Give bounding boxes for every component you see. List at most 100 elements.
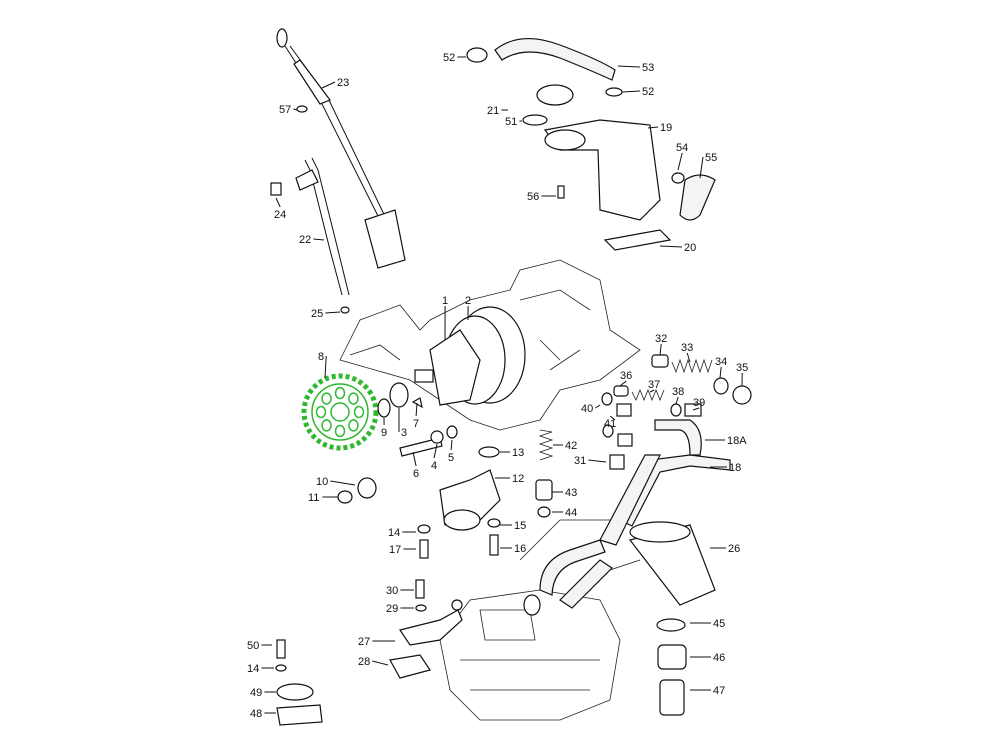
leader-line [412, 451, 417, 467]
part-label-21[interactable]: 21 [487, 105, 499, 117]
engine-block [339, 259, 641, 721]
part-label-49[interactable]: 49 [250, 687, 262, 699]
part-label-33[interactable]: 33 [681, 342, 693, 354]
part-label-46[interactable]: 46 [713, 652, 725, 664]
part-label-13[interactable]: 13 [512, 447, 524, 459]
leader-line [313, 238, 325, 241]
part-label-18A[interactable]: 18A [727, 435, 747, 447]
leader-line [719, 366, 722, 379]
leader-line [649, 389, 655, 393]
sprocket-hole [334, 424, 346, 438]
part-label-37[interactable]: 37 [648, 379, 660, 391]
part-label-3[interactable]: 3 [401, 427, 407, 439]
leader-line [686, 352, 691, 363]
part-label-2[interactable]: 2 [465, 295, 471, 307]
part-label-14[interactable]: 14 [388, 527, 400, 539]
part-label-45[interactable]: 45 [713, 618, 725, 630]
leader-line [659, 245, 683, 248]
oil-filler [466, 37, 716, 251]
part-label-9[interactable]: 9 [381, 427, 387, 439]
part-label-28[interactable]: 28 [358, 656, 370, 668]
part-label-4[interactable]: 4 [431, 460, 437, 472]
part-label-23[interactable]: 23 [337, 77, 349, 89]
part-label-20[interactable]: 20 [684, 242, 696, 254]
sprocket-hole [315, 405, 327, 419]
part-label-50[interactable]: 50 [247, 640, 259, 652]
part-label-22[interactable]: 22 [299, 234, 311, 246]
leader-line [325, 311, 341, 314]
part-label-41[interactable]: 41 [604, 418, 616, 430]
leader-line [692, 407, 700, 411]
part-label-14[interactable]: 14 [247, 663, 259, 675]
part-label-10[interactable]: 10 [316, 476, 328, 488]
leader-line [415, 402, 418, 417]
leader-line [659, 343, 662, 356]
part-label-7[interactable]: 7 [413, 418, 419, 430]
part-label-56[interactable]: 56 [527, 191, 539, 203]
part-label-55[interactable]: 55 [705, 152, 717, 164]
leader-line [677, 152, 683, 171]
part-label-48[interactable]: 48 [250, 708, 262, 720]
part-label-38[interactable]: 38 [672, 386, 684, 398]
part-label-54[interactable]: 54 [676, 142, 688, 154]
part-label-12[interactable]: 12 [512, 473, 524, 485]
part-label-18[interactable]: 18 [729, 462, 741, 474]
part-label-40[interactable]: 40 [581, 403, 593, 415]
part-label-35[interactable]: 35 [736, 362, 748, 374]
part-label-39[interactable]: 39 [693, 397, 705, 409]
sprocket-hole [348, 419, 359, 432]
leader-line [588, 459, 607, 463]
part-label-52[interactable]: 52 [443, 52, 455, 64]
sprocket-hole [321, 392, 332, 405]
part-label-27[interactable]: 27 [358, 636, 370, 648]
leader-line [619, 380, 627, 387]
leader-line [450, 439, 453, 451]
part-label-36[interactable]: 36 [620, 370, 632, 382]
part-label-24[interactable]: 24 [274, 209, 286, 221]
part-label-51[interactable]: 51 [505, 116, 517, 128]
part-label-47[interactable]: 47 [713, 685, 725, 697]
leader-line [330, 480, 356, 486]
part-label-44[interactable]: 44 [565, 507, 577, 519]
fittings [523, 354, 752, 716]
leader-line [324, 355, 327, 379]
part-label-15[interactable]: 15 [514, 520, 526, 532]
leader-line [595, 404, 601, 409]
sprocket-hole [321, 419, 332, 432]
leader-line [675, 396, 679, 405]
part-label-19[interactable]: 19 [660, 122, 672, 134]
part-label-43[interactable]: 43 [565, 487, 577, 499]
part-label-53[interactable]: 53 [642, 62, 654, 74]
small-parts [275, 382, 554, 726]
part-label-8[interactable]: 8 [318, 351, 324, 363]
part-label-1[interactable]: 1 [442, 295, 448, 307]
sprocket-hole [334, 386, 346, 400]
part-label-6[interactable]: 6 [413, 468, 419, 480]
part-label-52[interactable]: 52 [642, 86, 654, 98]
leader-line [293, 108, 298, 111]
part-label-57[interactable]: 57 [279, 104, 291, 116]
camshaft-sprocket-highlighted [301, 373, 379, 451]
part-label-29[interactable]: 29 [386, 603, 398, 615]
leader-line [647, 126, 659, 129]
leader-line [609, 415, 616, 421]
part-label-25[interactable]: 25 [311, 308, 323, 320]
leader-line [372, 660, 389, 666]
part-label-42[interactable]: 42 [565, 440, 577, 452]
part-label-31[interactable]: 31 [574, 455, 586, 467]
part-label-17[interactable]: 17 [389, 544, 401, 556]
pulley-assembly [414, 306, 526, 406]
part-label-11[interactable]: 11 [308, 492, 319, 504]
guide-tube [270, 105, 350, 314]
part-label-32[interactable]: 32 [655, 333, 667, 345]
part-label-16[interactable]: 16 [514, 543, 526, 555]
sprocket-hole [353, 405, 365, 419]
part-label-5[interactable]: 5 [448, 452, 454, 464]
leader-line [321, 81, 336, 89]
part-label-26[interactable]: 26 [728, 543, 740, 555]
part-label-34[interactable]: 34 [715, 356, 727, 368]
leader-line [275, 197, 281, 208]
part-label-30[interactable]: 30 [386, 585, 398, 597]
